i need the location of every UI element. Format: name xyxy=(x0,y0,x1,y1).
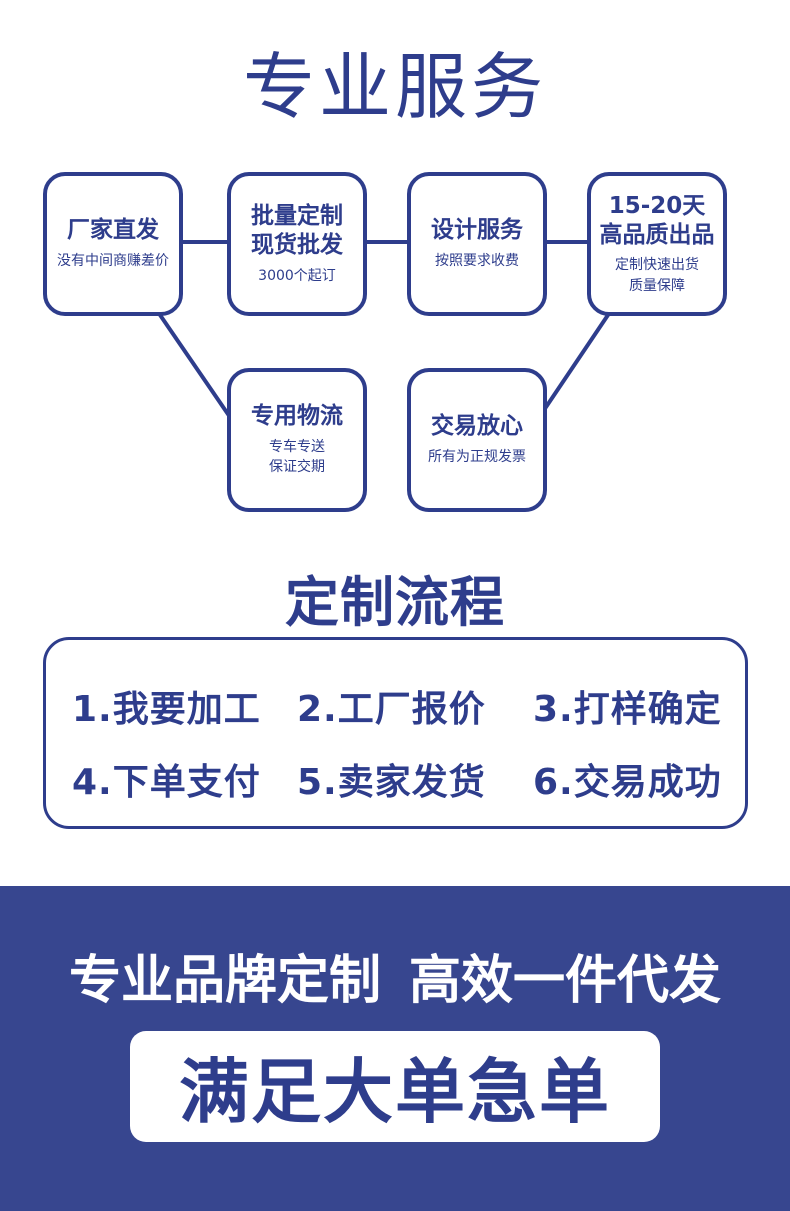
banner-highlight-text: 满足大单急单 xyxy=(179,1051,611,1133)
node-title: 设计服务 xyxy=(431,217,523,244)
service-node-design: 设计服务 按照要求收费 xyxy=(407,172,547,316)
node-subtitle: 所有为正规发票 xyxy=(428,449,526,466)
service-node-logistics: 专用物流 专车专送 保证交期 xyxy=(227,368,367,512)
process-step: 1.我要加工 xyxy=(72,689,261,730)
node-subtitle: 没有中间商赚差价 xyxy=(57,253,169,270)
slogan-left: 专业品牌定制 xyxy=(68,951,381,1011)
node-subtitle-line: 质量保障 xyxy=(629,277,685,294)
process-steps-box: 1.我要加工 2.工厂报价 3.打样确定 4.下单支付 5.卖家发货 6.交易成… xyxy=(43,637,748,829)
service-connectors xyxy=(156,240,612,422)
node-title: 交易放心 xyxy=(431,413,523,440)
process-step: 3.打样确定 xyxy=(533,689,722,730)
node-subtitle: 定制快速出货 质量保障 xyxy=(615,255,699,296)
node-subtitle: 专车专送 保证交期 xyxy=(269,437,325,478)
node-title: 厂家直发 xyxy=(67,217,159,244)
slogan-right: 高效一件代发 xyxy=(409,951,722,1011)
connector-line xyxy=(156,310,234,422)
process-title: 定制流程 xyxy=(285,571,505,634)
banner-slogan: 专业品牌定制高效一件代发 xyxy=(0,938,790,1013)
node-title: 批量定制 xyxy=(251,203,343,230)
node-subtitle-line: 保证交期 xyxy=(269,459,325,476)
node-title: 专用物流 xyxy=(251,403,343,430)
node-subtitle-line: 定制快速出货 xyxy=(615,257,699,274)
connector-line xyxy=(542,310,612,412)
service-node-factory-direct: 厂家直发 没有中间商赚差价 xyxy=(43,172,183,316)
service-node-trade-assurance: 交易放心 所有为正规发票 xyxy=(407,368,547,512)
service-node-delivery-time: 15-20天 高品质出品 定制快速出货 质量保障 xyxy=(587,172,727,316)
node-subtitle: 按照要求收费 xyxy=(435,253,519,270)
service-title: 专业服务 xyxy=(242,45,547,129)
node-title: 高品质出品 xyxy=(599,221,715,248)
service-node-bulk-custom: 批量定制 现货批发 3000个起订 xyxy=(227,172,367,316)
process-step: 6.交易成功 xyxy=(533,762,722,803)
banner-highlight-box: 满足大单急单 xyxy=(130,1031,660,1142)
node-title: 现货批发 xyxy=(251,231,343,258)
process-step: 5.卖家发货 xyxy=(297,762,486,803)
node-subtitle-line: 专车专送 xyxy=(269,439,325,456)
node-title: 15-20天 xyxy=(608,192,706,219)
process-step: 2.工厂报价 xyxy=(297,689,486,730)
process-step: 4.下单支付 xyxy=(72,762,261,803)
node-subtitle: 3000个起订 xyxy=(258,267,336,284)
